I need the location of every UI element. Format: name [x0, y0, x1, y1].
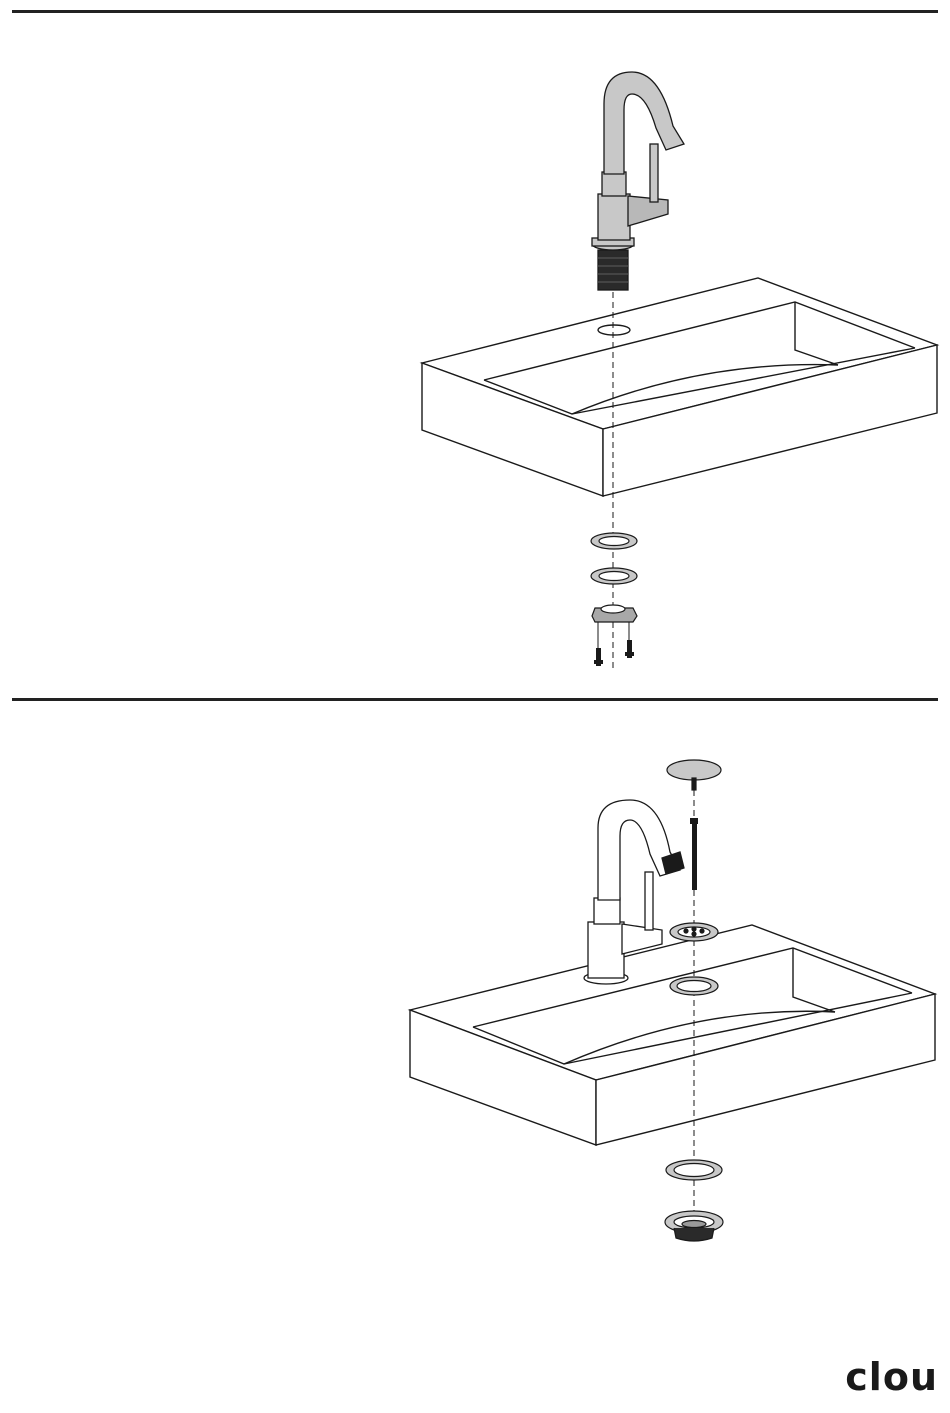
screw: [625, 640, 634, 658]
washer: [591, 568, 637, 584]
step-drain-mounting: [0, 701, 950, 1321]
basin: [410, 925, 935, 1145]
brand-logo: clou: [845, 1355, 938, 1399]
gasket: [670, 977, 718, 995]
screw: [594, 648, 603, 666]
gasket: [666, 1160, 722, 1180]
drain-cap: [667, 760, 721, 790]
faucet: [592, 72, 684, 290]
threaded-shank: [598, 250, 628, 290]
drain-mounting-diagram: [0, 701, 950, 1321]
faucet-mounting-diagram: [0, 14, 950, 698]
top-rule: [12, 10, 938, 13]
drain-body: [665, 1211, 723, 1241]
step-faucet-mounting: [0, 14, 950, 698]
drain-rod: [690, 818, 698, 890]
basin: [422, 278, 937, 496]
strainer: [670, 923, 718, 941]
washer: [591, 533, 637, 549]
